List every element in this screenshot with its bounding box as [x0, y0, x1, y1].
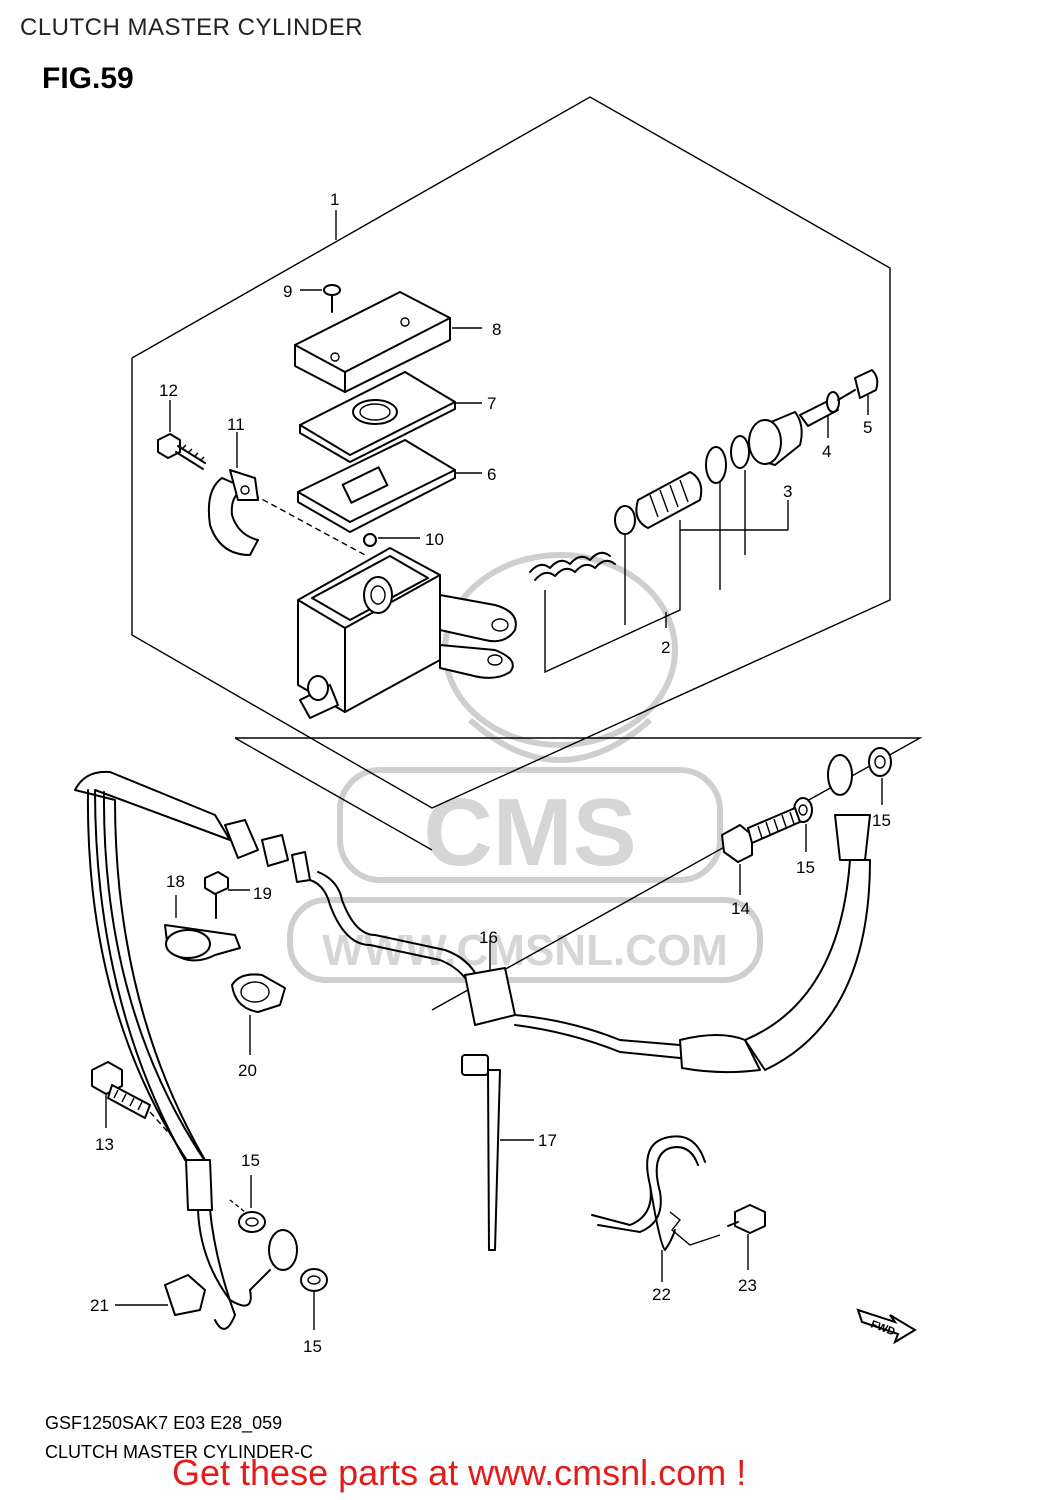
watermark-brand: CMS [423, 779, 636, 886]
piston-parts-3-4-5 [705, 369, 879, 484]
part-label-16: 16 [479, 928, 498, 947]
part-label-11: 11 [227, 415, 245, 434]
screw-part-9 [300, 284, 341, 313]
part-label-15c: 15 [241, 1151, 260, 1170]
clip-part-10 [244, 489, 420, 556]
part-label-23: 23 [738, 1276, 757, 1295]
part-label-5: 5 [863, 418, 872, 437]
part-label-9: 9 [283, 282, 292, 301]
bracket-part-22 [591, 1135, 721, 1282]
part-label-20: 20 [238, 1061, 257, 1080]
clamp-part-18 [164, 871, 250, 962]
master-cylinder-body [297, 547, 517, 719]
page-title: CLUTCH MASTER CYLINDER [20, 14, 364, 41]
banjo-bolt-part-13 [91, 1061, 176, 1141]
part-label-10: 10 [425, 530, 444, 549]
part-label-1: 1 [330, 190, 339, 209]
clutch-hose-right [309, 754, 871, 1074]
cable-tie-part-17 [461, 1054, 534, 1251]
watermark-url: WWW.CMSNL.COM [322, 926, 728, 975]
part-label-2: 2 [661, 638, 670, 657]
part-label-15d: 15 [303, 1337, 322, 1356]
part-label-14: 14 [731, 899, 750, 918]
clip-part-21 [115, 1274, 206, 1316]
bolt-part-23 [727, 1204, 766, 1270]
banjo-bolt-part-14 [721, 807, 801, 895]
part-label-15a: 15 [872, 811, 891, 830]
washers-part-15 [229, 747, 892, 1330]
part-label-12: 12 [159, 381, 178, 400]
part-label-4: 4 [822, 442, 831, 461]
bolt-part-12 [157, 400, 206, 470]
figure-title: FIG.59 [42, 62, 134, 95]
part-label-8: 8 [492, 320, 501, 339]
piston-kit-part-2 [529, 470, 789, 674]
part-label-3: 3 [783, 482, 792, 501]
part-labels: 1 2 3 4 5 6 7 8 9 10 11 12 13 14 15 15 1… [90, 190, 891, 1356]
parts-link-banner[interactable]: Get these parts at www.cmsnl.com ! [172, 1452, 747, 1493]
part-label-6: 6 [487, 465, 496, 484]
part-label-17: 17 [538, 1131, 557, 1150]
clamp-part-11 [207, 432, 259, 556]
clip-part-20 [231, 973, 286, 1055]
forward-arrow-icon: FWD [856, 1308, 917, 1345]
part-label-18: 18 [166, 872, 185, 891]
diaphragm-part-6 [297, 439, 482, 533]
model-code: GSF1250SAK7 E03 E28_059 [45, 1413, 283, 1433]
reservoir-cap-part-8 [294, 291, 482, 393]
assembly-outline [131, 96, 923, 1011]
cms-watermark: CMS WWW.CMSNL.COM [287, 552, 763, 983]
part-label-22: 22 [652, 1285, 671, 1304]
part-label-7: 7 [487, 394, 496, 413]
hose-clamp-part-16 [464, 940, 516, 1026]
diagram-code: CLUTCH MASTER CYLINDER-C [45, 1442, 314, 1462]
part-label-21: 21 [90, 1296, 109, 1315]
diaphragm-plate-part-7 [299, 371, 482, 463]
part-label-13: 13 [95, 1135, 114, 1154]
part-label-15b: 15 [796, 858, 815, 877]
part-label-19: 19 [253, 884, 272, 903]
